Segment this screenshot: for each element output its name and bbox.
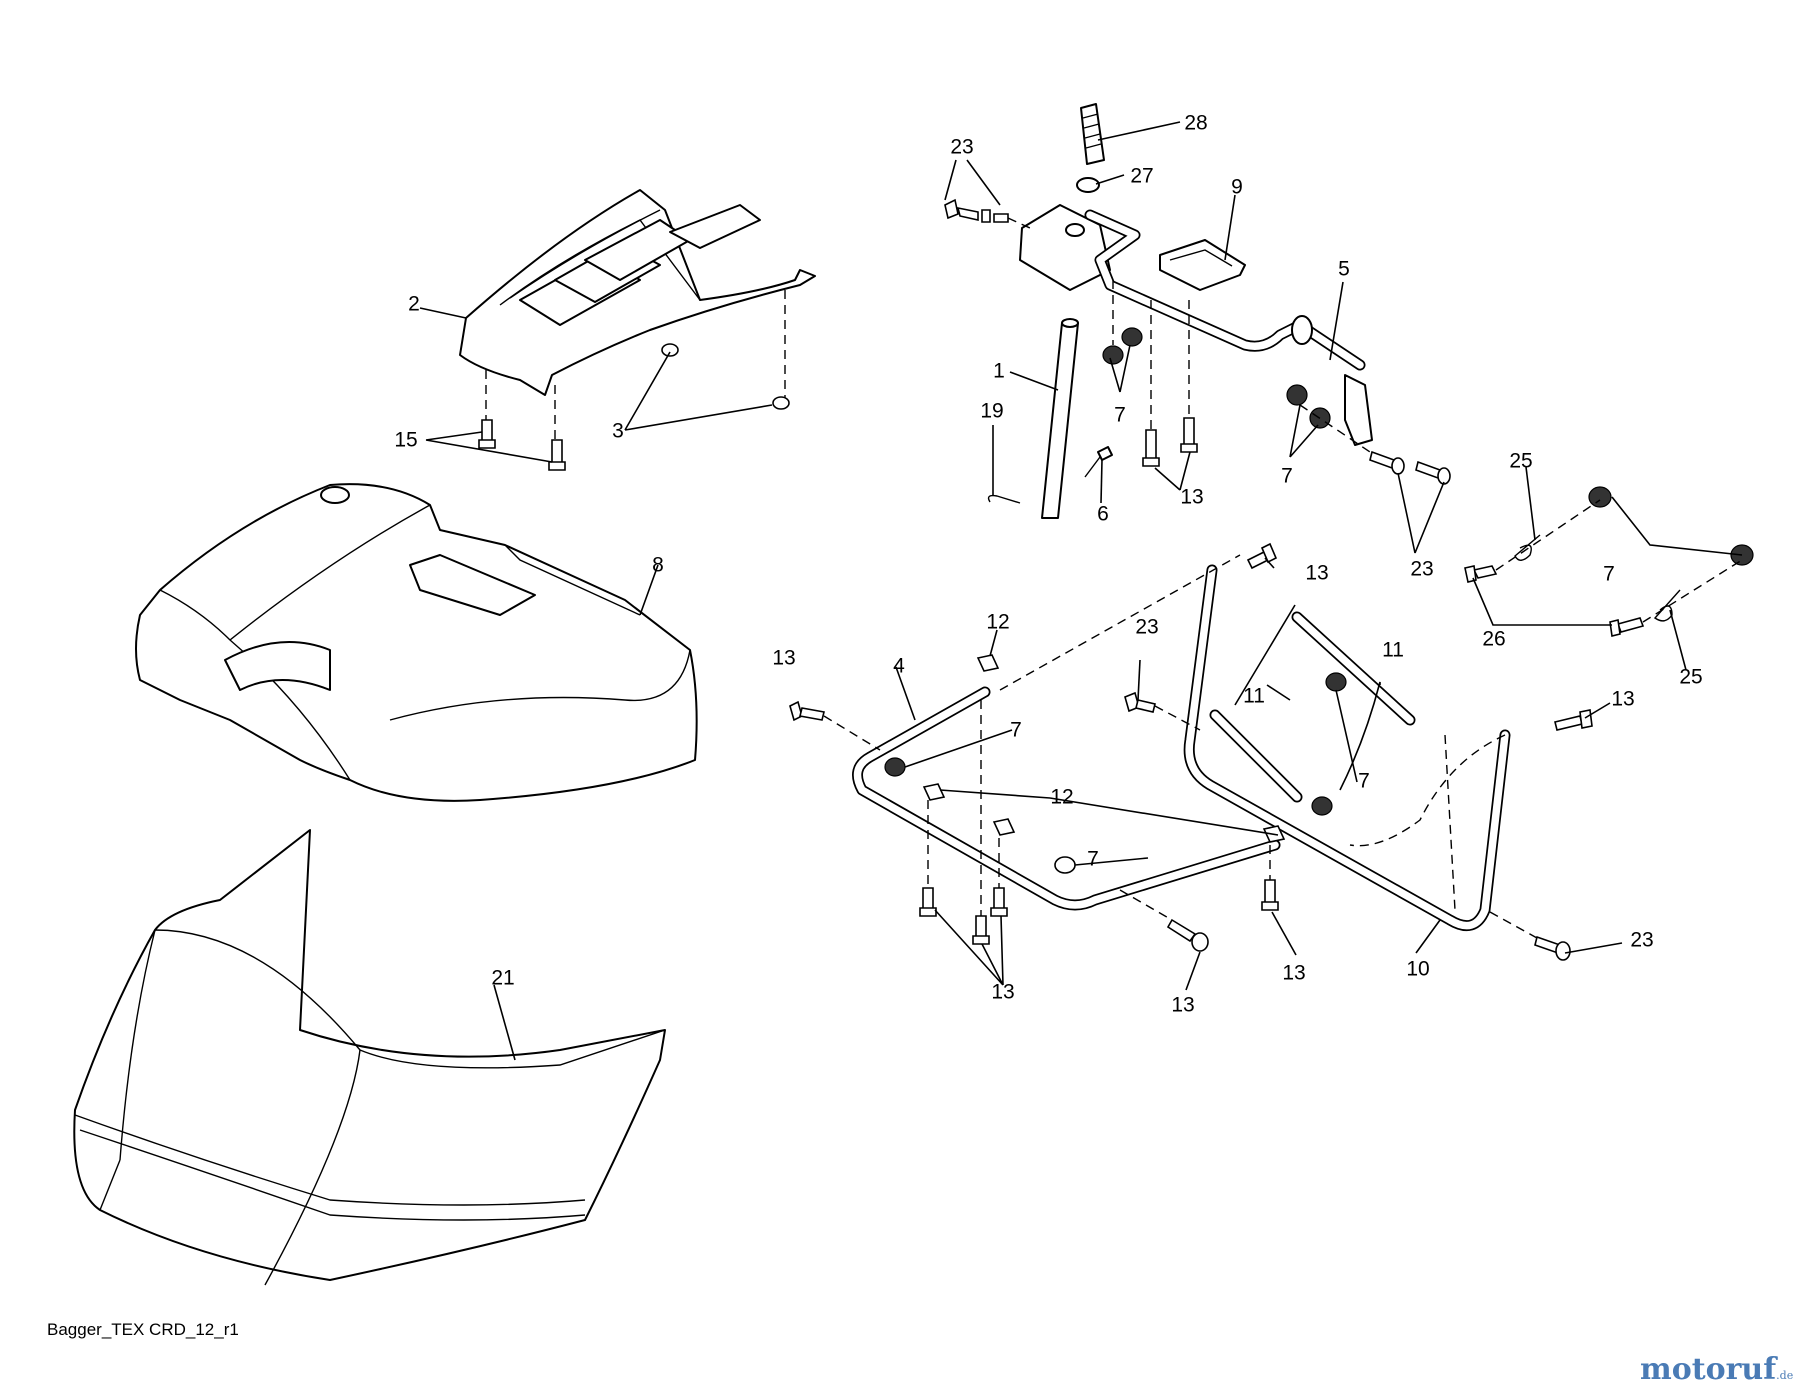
callout-26: 26: [1482, 628, 1505, 651]
callout-19: 19: [980, 400, 1003, 423]
callout-9: 9: [1231, 176, 1243, 199]
callout-14: 13: [1611, 688, 1634, 711]
callout-12: 12: [986, 611, 1009, 634]
callout-14: 13: [991, 981, 1014, 1004]
watermark-suffix: .de: [1776, 1369, 1794, 1382]
leader-lines: [419, 121, 1743, 1061]
callout-7: 7: [1358, 770, 1370, 793]
callout-5: 5: [1338, 258, 1350, 281]
top-cover-part: [459, 189, 816, 396]
grass-bag-part: [73, 829, 666, 1286]
drawing-code-label: Bagger_TEX CRD_12_r1: [47, 1320, 239, 1339]
callout-7: 7: [1114, 404, 1126, 427]
callout-25: 25: [1509, 450, 1532, 473]
callout-4: 4: [893, 655, 905, 678]
callout-25: 25: [1679, 666, 1702, 689]
callout-7: 7: [1603, 563, 1615, 586]
collector-lid-part: [135, 483, 698, 802]
callout-labels: 28 27 23 9 5 1 19 7 6 13 7 23 25 7 26 25…: [394, 112, 1702, 1017]
callout-12: 12: [1050, 786, 1073, 809]
callout-11: 11: [1382, 639, 1404, 662]
callout-21: 21: [491, 967, 514, 990]
callout-2: 2: [408, 293, 420, 316]
callout-23: 23: [1410, 558, 1433, 581]
callout-27: 27: [1130, 165, 1153, 188]
frame-assembly: [789, 542, 1593, 961]
callout-15: 15: [394, 429, 417, 452]
assembly-lines-left: [478, 290, 790, 471]
callout-6: 6: [1097, 503, 1109, 526]
callout-14: 13: [1305, 562, 1328, 585]
handle-assembly: [944, 103, 1451, 519]
callout-7: 7: [1087, 848, 1099, 871]
watermark-logo: motoruf.de: [1640, 1352, 1793, 1387]
callout-7: 7: [1010, 719, 1022, 742]
callout-10: 10: [1406, 958, 1429, 981]
callout-8: 8: [652, 554, 664, 577]
watermark-text: motoruf: [1640, 1352, 1777, 1387]
clip-hardware: [1464, 486, 1754, 637]
callout-11: 11: [1243, 685, 1265, 708]
callout-1: 1: [993, 360, 1005, 383]
callout-28: 28: [1184, 112, 1207, 135]
callout-3: 3: [612, 420, 624, 443]
callout-14: 13: [772, 647, 795, 670]
callout-23: 23: [1135, 616, 1158, 639]
callout-23: 23: [950, 136, 973, 159]
callout-13: 13: [1180, 486, 1203, 509]
callout-23: 23: [1630, 929, 1653, 952]
callout-7: 7: [1281, 465, 1293, 488]
callout-14: 13: [1171, 994, 1194, 1017]
callout-14: 13: [1282, 962, 1305, 985]
